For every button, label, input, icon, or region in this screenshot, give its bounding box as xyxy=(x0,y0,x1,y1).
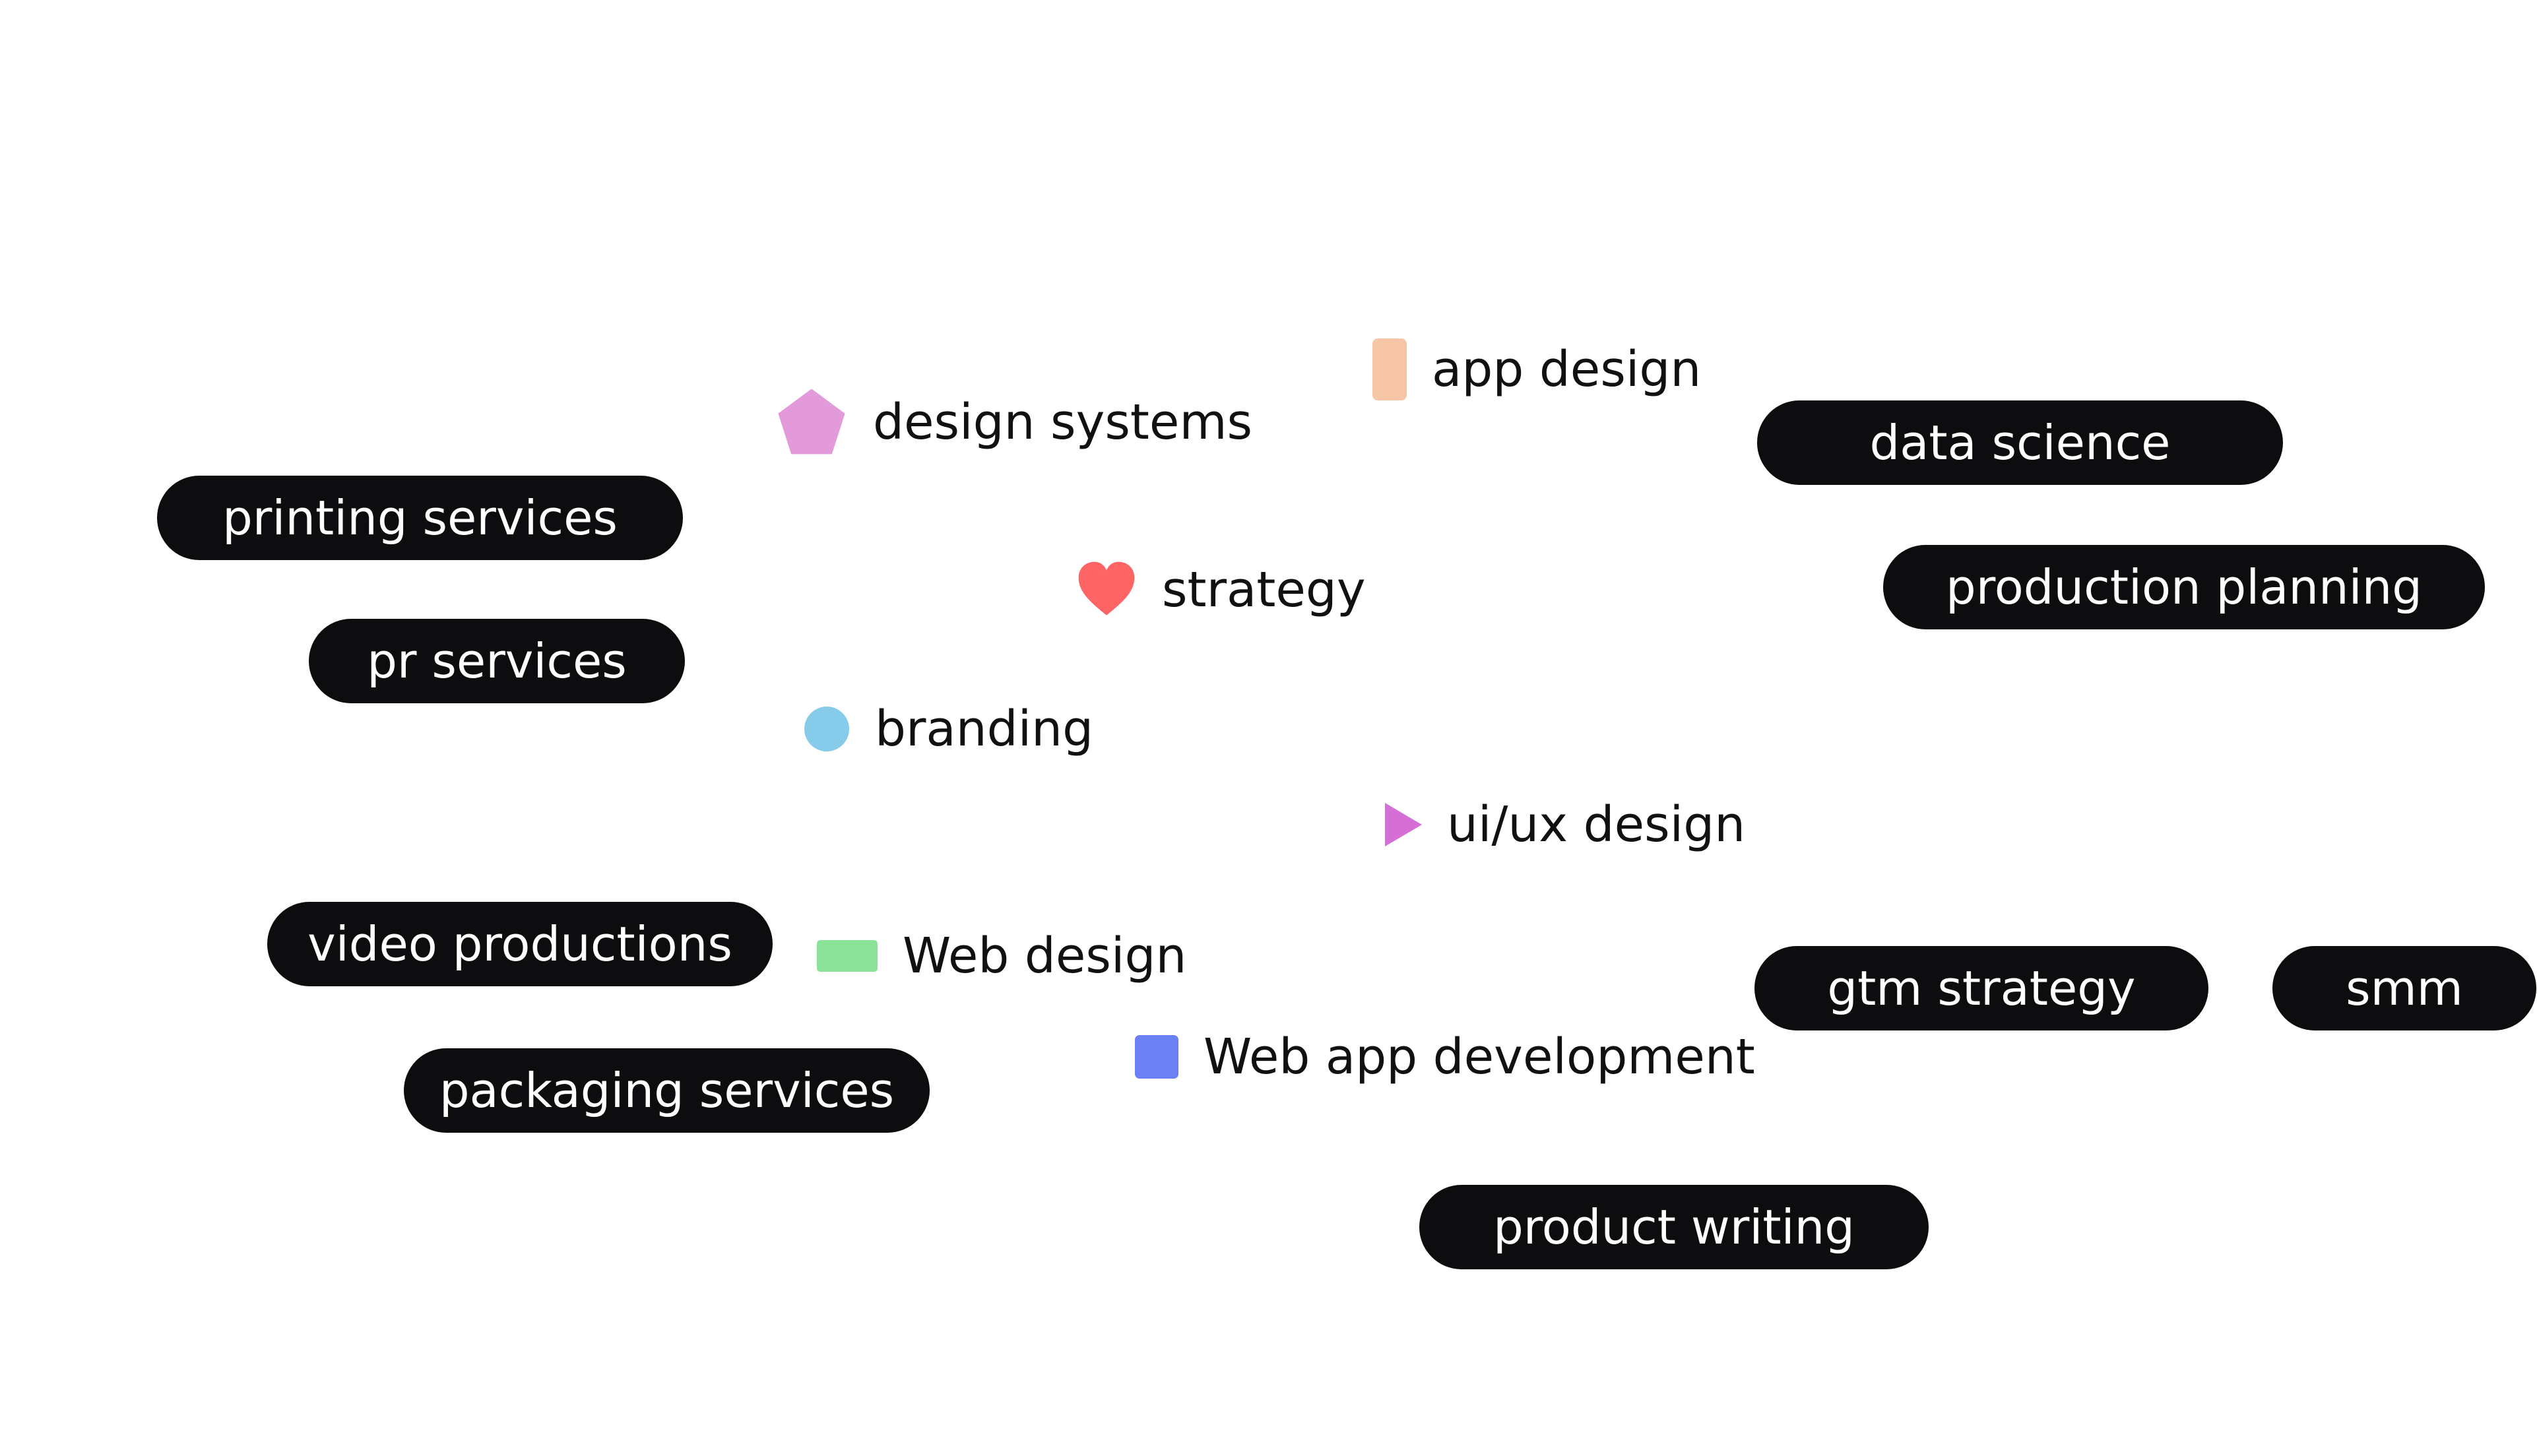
play-triangle-icon xyxy=(1385,803,1422,846)
tag-app-design[interactable]: app design xyxy=(1372,330,1701,409)
tag-web-design[interactable]: Web design xyxy=(817,916,1186,996)
tag-label: strategy xyxy=(1162,561,1366,618)
tag-strategy[interactable]: strategy xyxy=(1076,550,1366,629)
tag-ui-ux-design[interactable]: ui/ux design xyxy=(1385,785,1745,864)
circle-icon xyxy=(804,706,850,752)
tag-design-systems[interactable]: design systems xyxy=(775,383,1252,462)
heart-icon xyxy=(1076,559,1137,620)
tag-pill-product-writing[interactable]: product writing xyxy=(1419,1185,1929,1269)
tag-label: Web app development xyxy=(1204,1029,1755,1085)
pentagon-icon xyxy=(775,386,848,459)
tag-branding[interactable]: branding xyxy=(804,689,1093,769)
tag-label: app design xyxy=(1432,341,1702,398)
tag-pill-gtm-strategy[interactable]: gtm strategy xyxy=(1754,946,2208,1030)
tag-pill-data-science[interactable]: data science xyxy=(1757,400,2283,485)
tag-pill-smm[interactable]: smm xyxy=(2272,946,2536,1030)
tag-label: Web design xyxy=(903,928,1187,984)
tag-pill-video-productions[interactable]: video productions xyxy=(267,902,773,986)
tag-web-app-development[interactable]: Web app development xyxy=(1135,1017,1755,1096)
tag-label: ui/ux design xyxy=(1447,796,1746,853)
tag-label: design systems xyxy=(873,394,1253,451)
tag-pill-production-planning[interactable]: production planning xyxy=(1883,545,2485,629)
square-icon xyxy=(1135,1035,1178,1079)
rounded-rectangle-icon xyxy=(1372,338,1407,400)
rectangle-icon xyxy=(817,940,878,972)
tag-pill-pr-services[interactable]: pr services xyxy=(309,619,685,703)
tag-pill-printing-services[interactable]: printing services xyxy=(157,476,683,560)
tag-pill-packaging-services[interactable]: packaging services xyxy=(404,1048,930,1133)
tag-label: branding xyxy=(875,701,1094,757)
